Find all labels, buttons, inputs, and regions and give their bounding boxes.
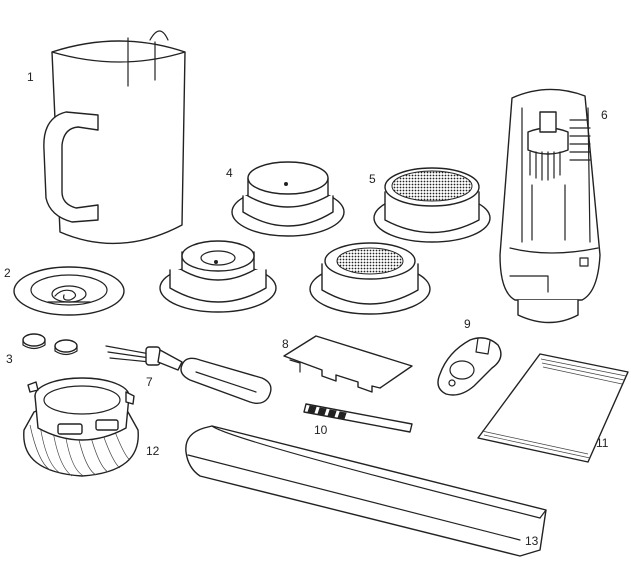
label-11: 11 bbox=[596, 436, 609, 450]
label-13: 13 bbox=[525, 534, 539, 548]
label-8: 8 bbox=[282, 337, 289, 351]
label-10: 10 bbox=[314, 423, 328, 437]
milk-jug bbox=[43, 30, 186, 245]
filter-sachet bbox=[477, 353, 629, 463]
cleaning-tablets bbox=[22, 333, 78, 356]
filter-basket-4-top bbox=[231, 161, 345, 237]
filter-basket-5-bottom bbox=[309, 242, 431, 315]
cleaning-card bbox=[283, 335, 413, 393]
razor-tool bbox=[437, 337, 502, 396]
label-4: 4 bbox=[226, 166, 233, 180]
label-1: 1 bbox=[27, 70, 34, 84]
label-9: 9 bbox=[464, 317, 471, 331]
label-5: 5 bbox=[369, 172, 376, 186]
filter-basket-4-bottom bbox=[159, 240, 277, 313]
label-3: 3 bbox=[6, 352, 13, 366]
water-filter-holder bbox=[499, 88, 601, 324]
label-6: 6 bbox=[601, 108, 608, 122]
dosing-funnel bbox=[23, 377, 139, 477]
label-2: 2 bbox=[4, 266, 11, 280]
dosing-disc bbox=[13, 266, 125, 316]
label-12: 12 bbox=[146, 444, 160, 458]
filter-basket-5-top bbox=[373, 167, 491, 243]
drip-tray-cover bbox=[185, 425, 547, 557]
label-7: 7 bbox=[146, 375, 153, 389]
cleaning-tool bbox=[105, 345, 272, 405]
test-strip bbox=[303, 403, 413, 433]
